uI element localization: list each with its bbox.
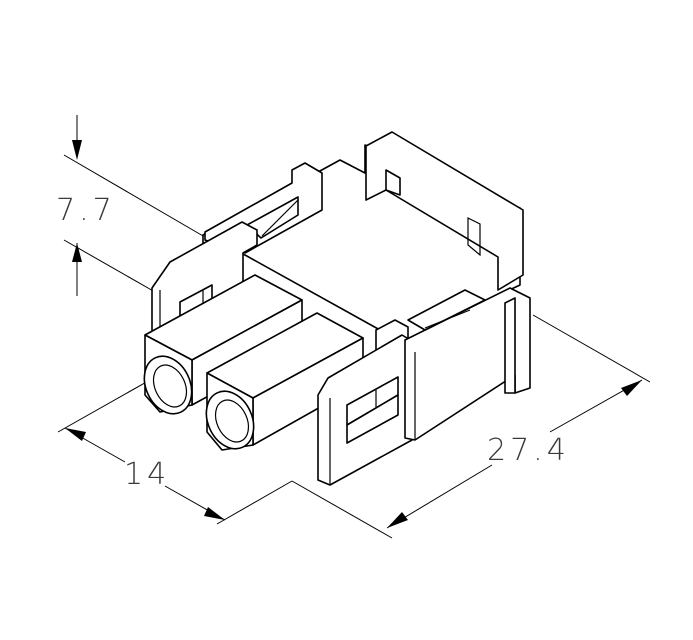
dimension-height bbox=[63, 115, 211, 296]
dimension-pitch-label: 14 bbox=[124, 457, 170, 492]
connector-housing bbox=[143, 131, 531, 486]
dimension-pitch bbox=[57, 379, 393, 539]
dimension-height-label: 7.7 bbox=[56, 193, 116, 228]
dimension-length-label: 27.4 bbox=[487, 433, 570, 468]
dimension-length bbox=[386, 314, 651, 529]
